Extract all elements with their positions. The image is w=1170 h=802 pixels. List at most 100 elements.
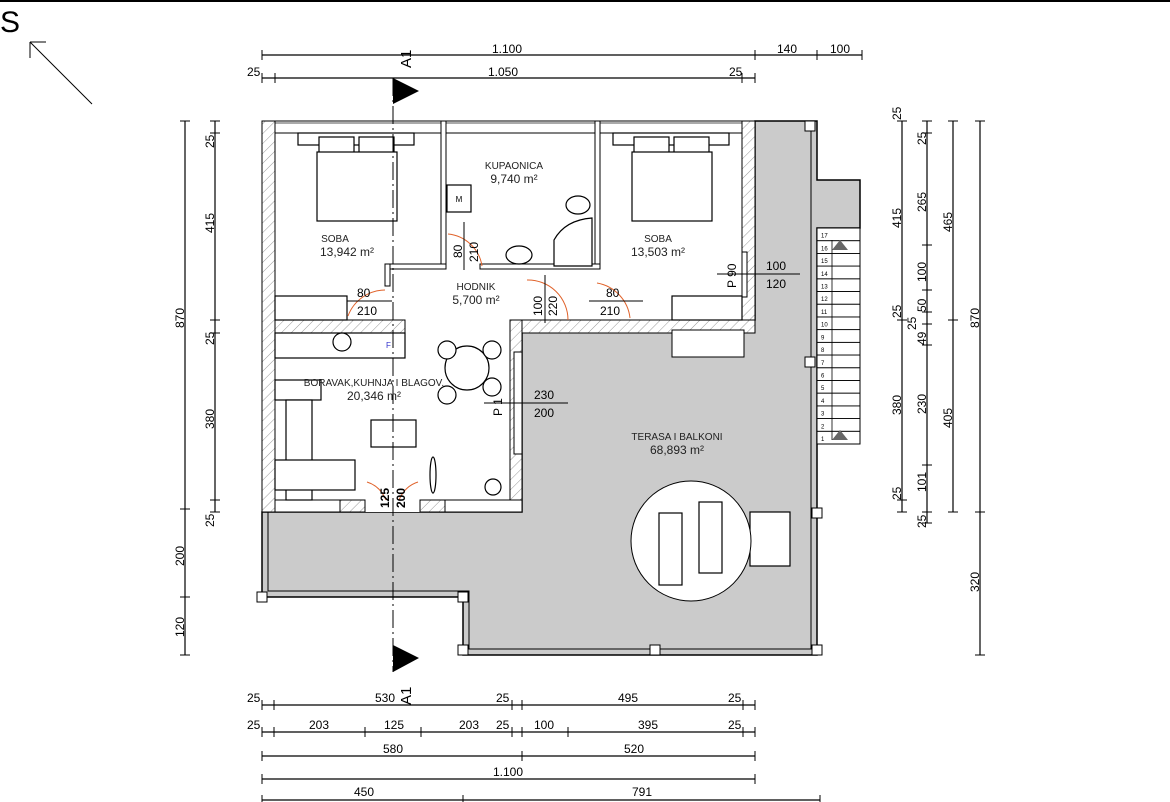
label: 230 (915, 394, 929, 414)
label: 580 (383, 742, 403, 756)
stair-arrow-icon (832, 430, 848, 440)
label: 25 (496, 718, 510, 732)
label: 125 (384, 718, 404, 732)
label: 203 (309, 718, 329, 732)
label: 380 (203, 409, 217, 429)
label: SOBA (321, 234, 349, 245)
label: 25 (905, 316, 919, 330)
label: 140 (777, 42, 797, 56)
wardrobe-right (671, 295, 743, 321)
label: 870 (173, 308, 187, 328)
label: 25 (890, 486, 904, 500)
label: 265 (915, 192, 929, 212)
stair-step-number: 6 (821, 373, 825, 379)
label: 25 (915, 131, 929, 145)
walls (261, 120, 756, 513)
dimensions-left: 870 200 120 25 415 25 380 25 (173, 120, 220, 656)
label: 25 (247, 718, 261, 732)
toilet-icon (565, 195, 591, 215)
label: 230 (534, 388, 554, 402)
fridge-label: F (386, 341, 391, 350)
label: 100 (830, 42, 850, 56)
label: 100 (531, 296, 545, 316)
stair-step-number: 12 (821, 297, 828, 303)
stair-arrow-icon (832, 240, 848, 250)
label: 210 (467, 242, 481, 262)
label: 25 (890, 304, 904, 318)
label: 100 (534, 718, 554, 732)
washer: M (446, 184, 472, 213)
label: 49 (915, 331, 929, 345)
label: 68,893 m² (650, 443, 704, 457)
label: 495 (618, 691, 638, 705)
label: 5,700 m² (452, 293, 499, 307)
label: TERASA I BALKONI (631, 432, 722, 443)
dimensions-right: 25 415 25 380 25 25 265 100 50 25 49 230… (890, 106, 985, 656)
label: 125 (378, 488, 392, 508)
stair-step (816, 227, 861, 242)
label: 25 (247, 691, 261, 705)
label: BORAVAK,KUHNJA I BLAGOV. (304, 378, 444, 389)
label: 25 (203, 134, 217, 148)
label: A1 (398, 687, 415, 705)
label: 120 (766, 277, 786, 291)
label: 9,740 m² (490, 172, 537, 186)
sofa (274, 379, 356, 501)
label: HODNIK (457, 282, 496, 293)
label: P 1 (491, 398, 505, 416)
label: 200 (394, 488, 408, 508)
north-arrow-icon (29, 41, 93, 105)
label: 203 (459, 718, 479, 732)
label: 450 (354, 785, 374, 799)
label: 220 (546, 296, 560, 316)
label: 25 (728, 691, 742, 705)
label: A1 (398, 50, 415, 68)
label: 25 (247, 65, 261, 79)
label: 200 (534, 406, 554, 420)
stair-step-number: 13 (821, 285, 828, 291)
label: 791 (632, 785, 652, 799)
label: 1.100 (493, 765, 523, 779)
label: 20,346 m² (347, 389, 401, 403)
label: M (456, 195, 463, 204)
stair-step-number: 7 (821, 361, 825, 367)
stair-step-number: 15 (821, 259, 828, 265)
terrace-furniture (630, 480, 791, 602)
label: 50 (915, 298, 929, 312)
stove-icon (332, 332, 352, 352)
label: 25 (203, 513, 217, 527)
label: 870 (968, 308, 982, 328)
label: 210 (600, 304, 620, 318)
stair-step-number: 5 (821, 386, 825, 392)
label: 25 (890, 106, 904, 120)
label: 80 (451, 244, 465, 258)
label: 530 (375, 691, 395, 705)
dining-table (437, 340, 502, 405)
stair-step-number: 3 (821, 412, 825, 418)
label: 200 (173, 546, 187, 566)
dimensions-top: 1.100 140 100 25 1.050 25 (247, 42, 863, 83)
label: 13,942 m² (320, 245, 374, 259)
label: 25 (729, 65, 743, 79)
label: 80 (606, 286, 620, 300)
label: 405 (941, 408, 955, 428)
stair-step-number: 14 (821, 272, 828, 278)
label: 415 (890, 208, 904, 228)
stair-step-number: 8 (821, 348, 825, 354)
label: 25 (496, 691, 510, 705)
label: 1.050 (488, 65, 518, 79)
stair-step-number: 11 (821, 310, 828, 316)
shower-icon (553, 217, 593, 267)
sink-icon (505, 245, 533, 265)
label: 100 (766, 259, 786, 273)
label: P 90 (725, 263, 739, 288)
stair-step-number: 9 (821, 335, 825, 341)
label: KUPAONICA (485, 161, 543, 172)
label: 100 (915, 262, 929, 282)
label: 320 (968, 572, 982, 592)
plant-icon (484, 478, 502, 496)
bed-left (297, 132, 415, 222)
label: 120 (173, 617, 187, 637)
